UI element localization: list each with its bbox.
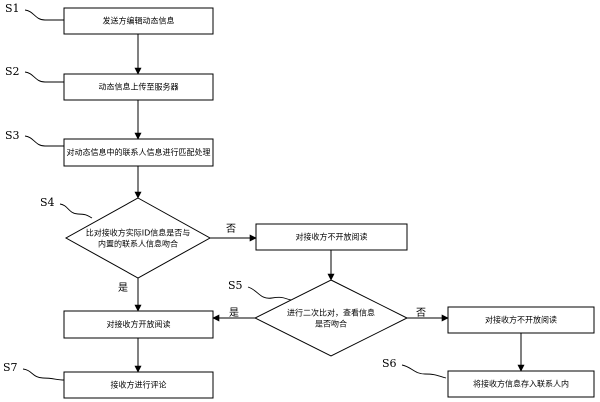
- save-contact-text: 将接收方信息存入联系人内: [473, 379, 569, 389]
- branch-label-no-second: 否: [416, 307, 426, 319]
- not-open-first-box: [255, 223, 408, 251]
- leader-line-s4: [59, 203, 93, 219]
- step-label-s1: S1: [5, 2, 20, 15]
- step-label-s7: S7: [3, 361, 18, 374]
- step-label-s3: S3: [5, 129, 20, 142]
- leader-line-s7: [22, 368, 65, 381]
- compare-id-text-line1: 比对接收方实际ID信息是否与: [86, 228, 191, 238]
- compare-id-decision: [64, 197, 212, 279]
- match-contacts-text: 对动态信息中的联系人信息进行匹配处理: [67, 147, 211, 157]
- step-label-s4: S4: [40, 196, 55, 209]
- comment-box: [63, 371, 214, 399]
- leader-line-s3: [24, 135, 64, 147]
- branch-label-no-first: 否: [226, 223, 236, 235]
- upload-server-box: [63, 73, 214, 101]
- leader-line-s6: [401, 364, 447, 379]
- not-open-first-text: 对接收方不开放阅读: [296, 232, 368, 242]
- step-label-s2: S2: [5, 65, 20, 78]
- compare-id-text-line2: 内置的联系人信息吻合: [98, 239, 178, 249]
- edit-info-box: [63, 7, 214, 35]
- upload-server-text: 动态信息上传至服务器: [99, 82, 179, 92]
- leader-line-s1: [24, 9, 64, 21]
- step-label-s5: S5: [228, 279, 243, 292]
- save-contact-box: [447, 370, 595, 398]
- leader-line-s2: [24, 71, 64, 83]
- branch-label-yes-first: 是: [118, 282, 128, 294]
- second-compare-text-line1: 进行二次比对，查看信息: [287, 308, 375, 318]
- second-compare-decision: [253, 279, 409, 357]
- edit-info-text: 发送方编辑动态信息: [103, 16, 175, 26]
- not-open-second-text: 对接收方不开放阅读: [485, 315, 557, 325]
- comment-text: 接收方进行评论: [111, 380, 167, 390]
- step-label-s6: S6: [382, 357, 397, 370]
- leader-line-s5: [247, 286, 292, 301]
- branch-label-yes-second: 是: [229, 307, 239, 319]
- open-read-text: 对接收方开放阅读: [107, 319, 171, 329]
- second-compare-text-line2: 是否吻合: [315, 319, 347, 329]
